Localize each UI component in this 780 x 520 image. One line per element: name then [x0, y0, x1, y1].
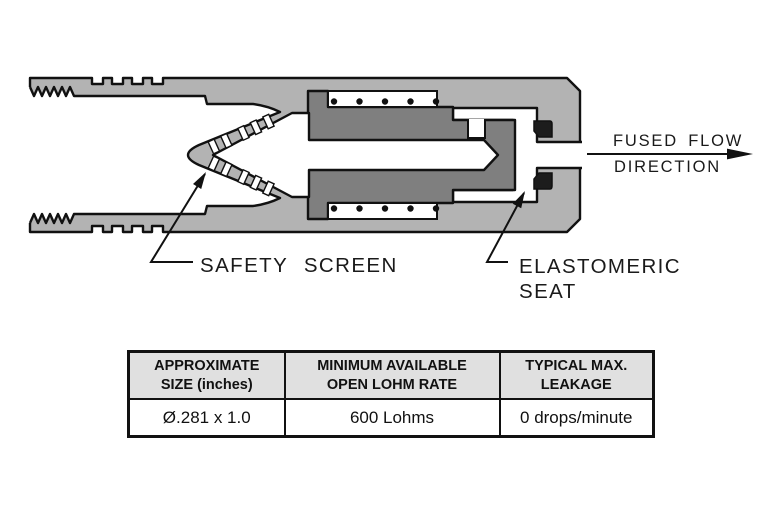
header-open-lohm-rate: MINIMUM AVAILABLE OPEN LOHM RATE	[283, 350, 501, 400]
header-typical-max-leakage: TYPICAL MAX. LEAKAGE	[498, 350, 655, 400]
spec-table-header-row: APPROXIMATE SIZE (inches) MINIMUM AVAILA…	[127, 350, 655, 400]
spring-cavity-bottom	[327, 202, 438, 220]
flow-direction-label: DIRECTION	[614, 158, 721, 176]
spring-coils-top	[330, 98, 440, 105]
flow-fuse-cross-section-diagram: SAFETY SCREEN ELASTOMERIC SEAT FUSED FLO…	[28, 76, 753, 303]
elastomeric-seat-bottom	[533, 172, 553, 190]
leader-arrowhead	[512, 191, 525, 209]
safety-screen-label: SAFETY SCREEN	[200, 254, 398, 277]
leader-arrowhead	[193, 172, 206, 190]
value-approximate-size: Ø.281 x 1.0	[127, 398, 286, 438]
elastomeric-seat-leader	[485, 191, 525, 263]
piston-notch	[467, 119, 486, 139]
fused-flow-arrow	[587, 148, 753, 160]
spec-table-value-row: Ø.281 x 1.0 600 Lohms 0 drops/minute	[127, 398, 655, 438]
elastomeric-seat-label-line1: ELASTOMERIC	[519, 255, 681, 278]
safety-screen-slots	[207, 113, 276, 197]
fused-flow-label: FUSED FLOW	[613, 132, 743, 150]
spring-cavity-top	[327, 90, 438, 108]
value-typical-max-leakage: 0 drops/minute	[498, 398, 655, 438]
flow-arrowhead	[727, 148, 753, 160]
header-approximate-size: APPROXIMATE SIZE (inches)	[127, 350, 286, 400]
value-open-lohm-rate: 600 Lohms	[283, 398, 501, 438]
spec-table: APPROXIMATE SIZE (inches) MINIMUM AVAILA…	[127, 350, 655, 438]
elastomeric-seat-label-line2: SEAT	[519, 280, 577, 303]
safety-screen-leader	[149, 172, 206, 263]
spec-table-container: APPROXIMATE SIZE (inches) MINIMUM AVAILA…	[127, 350, 655, 438]
central-flow-bore	[211, 111, 500, 199]
elastomeric-seat-top	[533, 120, 553, 138]
inlet-bore-cavity	[28, 85, 282, 225]
spring-coils-bottom	[330, 205, 440, 212]
